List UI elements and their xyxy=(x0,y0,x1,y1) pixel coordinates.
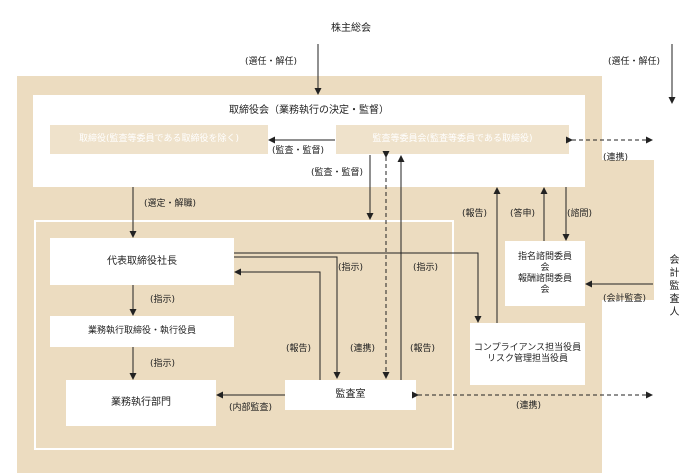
label-instruct-1: (指示) xyxy=(338,263,364,273)
label-coop-1: (連携) xyxy=(603,153,629,163)
board-title: 取締役会（業務執行の決定・監督） xyxy=(229,105,389,116)
label-instruct-4: (指示) xyxy=(150,359,176,369)
business-depts-box: 業務執行部門 xyxy=(66,380,216,426)
label-coop-3: (連携) xyxy=(516,401,542,411)
label-accounting-audit: (会計監査) xyxy=(603,294,647,304)
label-instruct-2: (指示) xyxy=(413,263,439,273)
label-consult-reply: (答申) xyxy=(510,209,536,219)
arrow-president-office xyxy=(234,256,341,379)
label-consult: (諮問) xyxy=(567,209,593,219)
nominating-line-3: 報酬諮問委員 xyxy=(517,273,572,284)
compliance-line-1: コンプライアンス担当役員 xyxy=(473,343,582,353)
label-instruct-3: (指示) xyxy=(150,295,176,305)
nominating-line-4: 会 xyxy=(540,284,550,295)
accounting-auditor-label: 会計監査人 xyxy=(667,253,678,319)
audit-office-box: 監査室 xyxy=(285,380,416,410)
label-internal-audit: (内部監査) xyxy=(229,403,273,413)
directors-box: 取締役(監査等委員である取締役を除く) xyxy=(50,125,268,154)
label-elect-2: (選任・解任) xyxy=(608,57,661,67)
label-elect-1: (選任・解任) xyxy=(245,57,298,67)
label-report-2: (報告) xyxy=(286,344,312,354)
label-coop-2: (連携) xyxy=(350,344,376,354)
arrow-office-president xyxy=(234,268,321,380)
auditor-side-strip xyxy=(602,160,654,300)
accounting-auditor-box: 会計監査人 xyxy=(654,104,690,468)
label-audit-supervise-1: (監査・監督) xyxy=(272,146,325,156)
label-report-3: (報告) xyxy=(410,344,436,354)
compliance-line-2: リスク管理担当役員 xyxy=(486,354,568,364)
nominating-line-1: 指名諮問委員 xyxy=(517,251,572,262)
label-appoint-dismiss: (選定・解職) xyxy=(144,199,197,209)
exec-officers-box: 業務執行取締役・執行役員 xyxy=(50,316,234,347)
arrow-president-compliance xyxy=(234,252,482,323)
label-report-1: (報告) xyxy=(462,209,488,219)
executive-area xyxy=(34,220,454,450)
compliance-risk-box: コンプライアンス担当役員 リスク管理担当役員 xyxy=(470,323,585,385)
audit-committee-box: 監査等委員会(監査等委員である取締役) xyxy=(336,125,569,154)
shareholders-meeting: 株主総会 xyxy=(12,14,690,44)
president-box: 代表取締役社長 xyxy=(50,238,234,285)
nominating-line-2: 会 xyxy=(540,262,550,273)
label-audit-supervise-2: (監査・監督) xyxy=(311,168,364,178)
nominating-compensation-box: 指名諮問委員 会 報酬諮問委員 会 xyxy=(505,241,585,306)
